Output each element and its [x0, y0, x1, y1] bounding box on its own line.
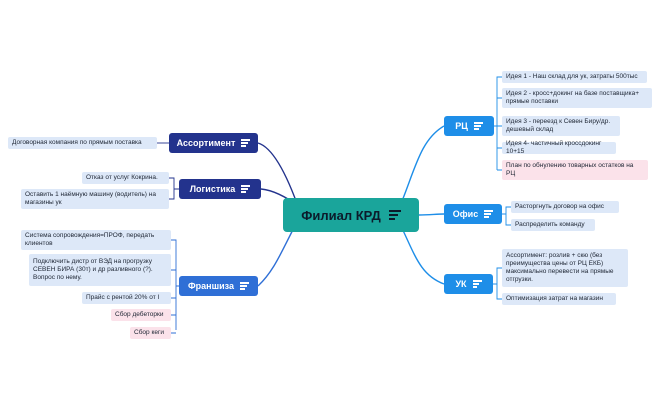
link-rc-leaves [494, 76, 502, 171]
branch-assortment[interactable]: Ассортимент [169, 133, 258, 153]
link-center-office [418, 213, 445, 216]
link-center-rc [399, 125, 445, 207]
branch-logistics[interactable]: Логистика [179, 179, 261, 199]
branch-logistics-label: Логистика [189, 184, 236, 194]
leaf-rc-3[interactable]: Идея 3 - переезд к Севен Биру/др. дешевы… [502, 116, 620, 136]
menu-lines-icon [240, 281, 249, 291]
leaf-rc-1[interactable]: Идея 1 - Наш склад для ук, затраты 500ты… [502, 71, 647, 83]
leaf-text: Идея 4- частичный кроссдокинг 10+15 [506, 140, 602, 155]
branch-uk-label: УК [455, 279, 467, 289]
leaf-text: Распределить команду [515, 221, 585, 228]
leaf-text: Договорная компания по прямым поставка [12, 139, 142, 146]
branch-office[interactable]: Офис [444, 204, 502, 224]
leaf-assortment-1[interactable]: Договорная компания по прямым поставка [8, 137, 157, 149]
leaf-office-1[interactable]: Расторгнуть договор на офис [511, 201, 619, 213]
leaf-uk-1[interactable]: Ассортимент: розлив + скю (без преимущес… [502, 249, 628, 287]
link-logistics-leaves [169, 177, 179, 200]
leaf-text: Расторгнуть договор на офис [515, 203, 605, 210]
link-franchise-leaves [171, 239, 179, 334]
leaf-text: Идея 3 - переезд к Севен Биру/др. дешевы… [506, 118, 611, 133]
leaf-franchise-4[interactable]: Сбор дебеторки [111, 309, 171, 321]
leaf-logistics-1[interactable]: Отказ от услуг Кокрина. [82, 172, 169, 184]
menu-lines-icon [241, 138, 251, 148]
link-center-uk [399, 223, 445, 285]
leaf-franchise-2[interactable]: Подключить дистр от ВЭД на прогрузку СЕВ… [29, 254, 171, 286]
leaf-text: Идея 2 - кросс+докинг на базе поставщика… [506, 90, 640, 105]
leaf-text: Идея 1 - Наш склад для ук, затраты 500ты… [506, 73, 638, 80]
leaf-rc-4[interactable]: Идея 4- частичный кроссдокинг 10+15 [502, 140, 616, 155]
link-center-assortment [257, 142, 301, 213]
link-office-leaves [502, 206, 511, 226]
leaf-text: План по обнулению товарных остатков на Р… [506, 162, 634, 177]
leaf-text: Подключить дистр от ВЭД на прогрузку СЕВ… [33, 258, 153, 281]
link-uk-leaves [493, 267, 502, 300]
leaf-franchise-1[interactable]: Система сопровождения=ПРОФ, передать кли… [21, 230, 171, 250]
leaf-franchise-3[interactable]: Прайс с рентой 20% от I [82, 292, 171, 304]
leaf-text: Сбор кеги [134, 329, 164, 336]
menu-lines-icon [388, 208, 401, 222]
branch-franchise-label: Франшиза [187, 281, 234, 291]
leaf-franchise-5[interactable]: Сбор кеги [130, 327, 171, 339]
leaf-rc-2[interactable]: Идея 2 - кросс+докинг на базе поставщика… [502, 88, 652, 108]
leaf-uk-2[interactable]: Оптимизация затрат на магазин [502, 293, 616, 305]
leaf-logistics-2[interactable]: Оставить 1 наёмную машину (водитель) на … [21, 189, 169, 209]
leaf-text: Отказ от услуг Кокрина. [86, 174, 158, 181]
leaf-rc-5[interactable]: План по обнулению товарных остатков на Р… [502, 160, 648, 180]
leaf-text: Прайс с рентой 20% от I [86, 294, 160, 301]
leaf-text: Оставить 1 наёмную машину (водитель) на … [25, 191, 156, 206]
branch-rc-label: РЦ [455, 121, 468, 131]
leaf-text: Сбор дебеторки [115, 311, 164, 318]
branch-rc[interactable]: РЦ [444, 116, 494, 136]
branch-assortment-label: Ассортимент [176, 138, 236, 148]
menu-lines-icon [484, 209, 494, 219]
center-node[interactable]: Филиал КРД [283, 198, 419, 232]
leaf-text: Система сопровождения=ПРОФ, передать кли… [25, 232, 155, 247]
leaf-office-2[interactable]: Распределить команду [511, 219, 595, 231]
leaf-text: Ассортимент: розлив + скю (без преимущес… [506, 252, 614, 283]
menu-lines-icon [472, 279, 482, 289]
menu-lines-icon [473, 121, 483, 131]
leaf-text: Оптимизация затрат на магазин [506, 295, 603, 302]
branch-uk[interactable]: УК [444, 274, 493, 294]
center-label: Филиал КРД [301, 207, 381, 223]
branch-franchise[interactable]: Франшиза [179, 276, 258, 296]
menu-lines-icon [241, 184, 251, 194]
branch-office-label: Офис [452, 209, 479, 219]
